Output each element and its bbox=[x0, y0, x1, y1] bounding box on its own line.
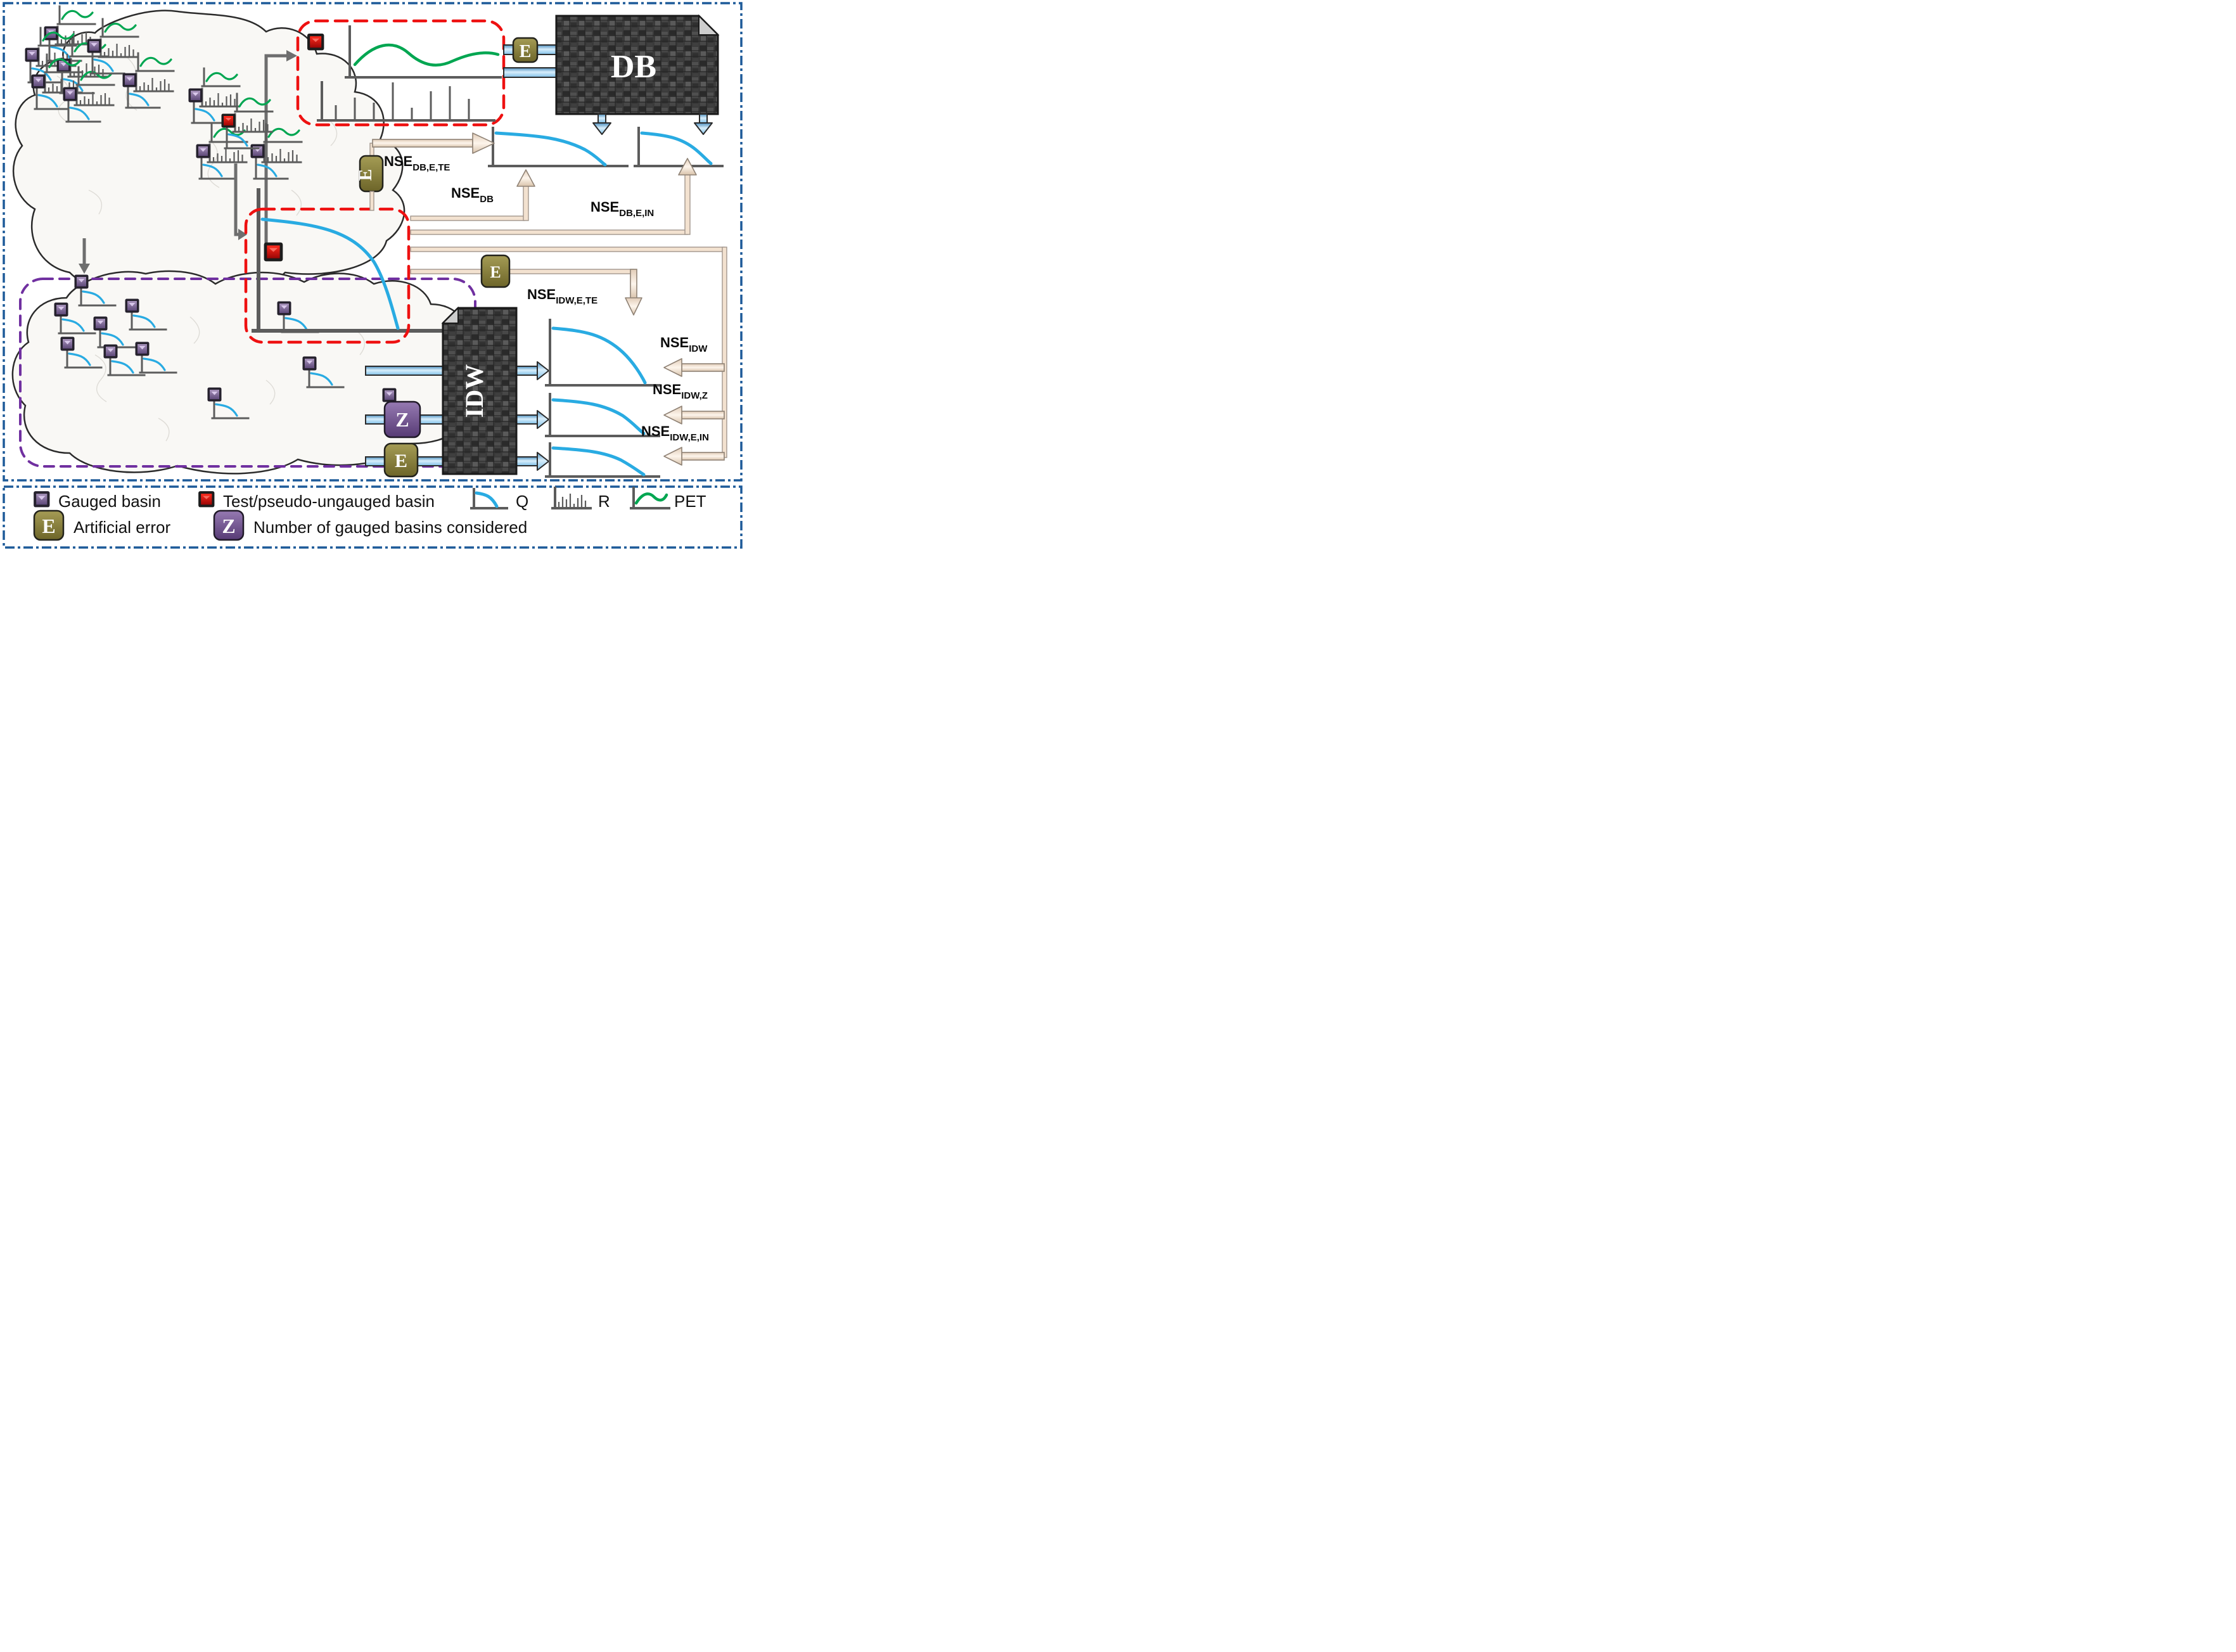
db-label: DB bbox=[611, 49, 656, 85]
legend-test-label: Test/pseudo-ungauged basin bbox=[223, 492, 435, 511]
legend: Gauged basin Test/pseudo-ungauged basin … bbox=[33, 487, 706, 541]
upper-to-lower-basin-arrow bbox=[79, 238, 90, 274]
db-input-pipe-2 bbox=[503, 67, 558, 78]
fdc-chart-db-internal bbox=[634, 127, 724, 167]
idw-output-arrowhead-3 bbox=[537, 452, 549, 471]
nse-idw-e-te-arrow bbox=[410, 269, 642, 316]
nse-idw-arrow bbox=[663, 358, 725, 377]
pet-chart-large bbox=[345, 25, 502, 79]
legend-test-marker-icon bbox=[198, 491, 215, 508]
nse-db-e-te-arrow bbox=[369, 132, 495, 158]
legend-count-label: Number of gauged basins considered bbox=[253, 518, 527, 537]
count-box-idw-input: Z bbox=[383, 400, 421, 439]
error-letter: E bbox=[520, 42, 532, 61]
db-model-box: DB bbox=[555, 14, 720, 115]
legend-count-icon: Z bbox=[213, 509, 245, 541]
legend-pet-icon bbox=[630, 487, 670, 509]
figure: E DB E bbox=[0, 0, 745, 551]
svg-text:E: E bbox=[42, 515, 55, 537]
nse-idw-e-in-label: NSEIDW,E,IN bbox=[641, 423, 709, 443]
legend-gauged-label: Gauged basin bbox=[58, 492, 161, 511]
test-fdc-dashed-border bbox=[244, 207, 411, 344]
error-box-rotated: E bbox=[356, 155, 384, 193]
error-box-db-input: E bbox=[512, 37, 539, 63]
test-basin-marker bbox=[264, 242, 283, 262]
error-letter: E bbox=[395, 451, 407, 471]
test-forcing-box bbox=[296, 19, 506, 127]
fdc-chart-idw-z bbox=[545, 393, 660, 437]
error-box-idw-e-te: E bbox=[480, 254, 511, 288]
nse-db-e-in-label: NSEDB,E,IN bbox=[591, 199, 654, 219]
test-forcing-dashed-border bbox=[296, 19, 506, 127]
nse-db-e-in-arrow bbox=[410, 158, 697, 235]
legend-error-label: Artificial error bbox=[73, 518, 170, 537]
error-box-idw-input: E bbox=[383, 442, 419, 478]
legend-panel-border bbox=[3, 485, 743, 549]
nse-db-label: NSEDB bbox=[451, 185, 494, 205]
nse-idw-label: NSEIDW bbox=[660, 335, 708, 354]
svg-text:Z: Z bbox=[222, 515, 235, 537]
legend-q-label: Q bbox=[516, 492, 528, 511]
nse-idw-z-arrow bbox=[663, 406, 725, 425]
idw-model-box: IDW bbox=[441, 306, 518, 475]
nse-db-e-te-label: NSEDB,E,TE bbox=[384, 153, 450, 173]
rainfall-chart-large bbox=[317, 81, 495, 122]
idw-output-arrowhead-1 bbox=[537, 361, 549, 380]
idw-label: IDW bbox=[460, 364, 489, 418]
nse-idw-z-label: NSEIDW,Z bbox=[653, 381, 708, 401]
connector-to-test-data-box bbox=[264, 50, 297, 260]
nse-idw-e-te-label: NSEIDW,E,TE bbox=[527, 286, 597, 306]
main-panel-border bbox=[3, 2, 743, 482]
fdc-chart-db-test bbox=[488, 127, 629, 167]
idw-output-arrowhead-2 bbox=[537, 410, 549, 429]
nse-idw-e-in-arrow bbox=[663, 447, 725, 466]
legend-r-icon bbox=[551, 487, 592, 509]
legend-error-icon: E bbox=[33, 509, 65, 541]
connector-to-test-fdc-box bbox=[234, 163, 247, 240]
db-output-arrow-1 bbox=[592, 113, 611, 135]
legend-pet-label: PET bbox=[674, 492, 706, 511]
legend-q-icon bbox=[470, 488, 508, 509]
count-letter: Z bbox=[395, 408, 409, 431]
db-output-arrow-2 bbox=[694, 113, 713, 135]
error-pipe-down bbox=[369, 191, 374, 211]
error-letter: E bbox=[490, 263, 501, 281]
diagram-canvas: E DB E bbox=[3, 2, 743, 549]
test-basin-marker bbox=[307, 34, 324, 51]
error-letter: E bbox=[356, 169, 376, 181]
fdc-chart-idw-e-te bbox=[545, 319, 660, 387]
legend-r-label: R bbox=[598, 492, 610, 511]
fdc-chart-idw-e-in bbox=[545, 442, 660, 478]
legend-gauged-marker-icon bbox=[34, 491, 50, 508]
nse-db-arrow bbox=[410, 169, 535, 221]
test-fdc-box bbox=[244, 188, 480, 344]
